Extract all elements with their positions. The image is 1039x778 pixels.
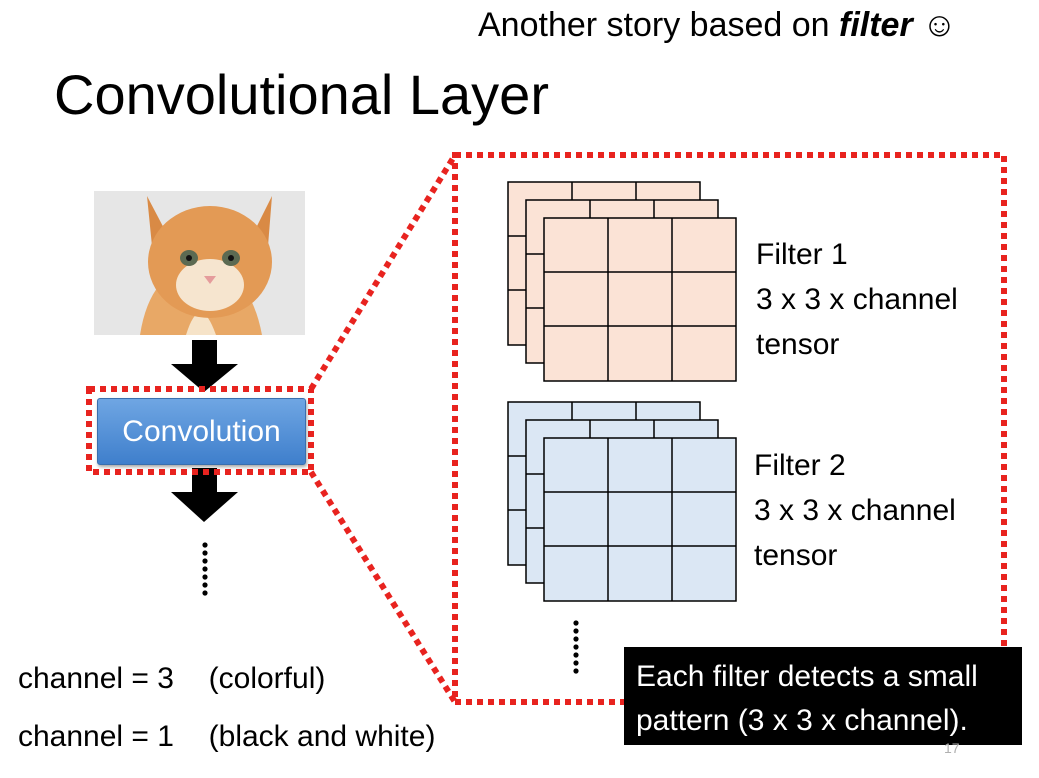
top-note: Another story based on filter ☺ [478,6,957,45]
channel-desc: (colorful) [208,662,326,695]
smiley-icon: ☺ [922,6,957,44]
callout-line-2: pattern (3 x 3 x channel). [636,704,968,737]
kitten-photo [94,191,305,335]
arrow-down-icon [171,340,238,392]
filter-1-kind: tensor [756,328,840,361]
filter-panel-frame [452,152,1007,705]
filter-2-kind: tensor [754,539,838,572]
filter-1-shape: 3 x 3 x channel [756,283,958,316]
convolution-box: Convolution [97,398,306,465]
zoom-line-top [308,153,458,391]
channel-value: channel = 1 [18,720,174,753]
filter-2-tensor [507,401,737,602]
arrow-down-icon [171,468,238,522]
filter-2-name: Filter 2 [754,449,846,482]
callout-line-1: Each filter detects a small [636,660,978,693]
filter-2-label: Filter 2 3 x 3 x channel tensor [754,443,956,578]
zoom-line-bottom [308,470,458,704]
vertical-ellipsis-icon [573,620,579,674]
filter-1-label: Filter 1 3 x 3 x channel tensor [756,232,958,367]
channel-desc: (black and white) [208,720,436,753]
slide-title: Convolutional Layer [54,63,549,126]
conv-highlight-frame [86,386,314,475]
page-number: 17 [944,740,960,756]
top-note-text: Another story based on [478,6,840,44]
channel-note-color: channel = 3 (colorful) [18,662,325,696]
filter-1-tensor [507,181,737,382]
vertical-ellipsis-icon [202,542,208,596]
channel-value: channel = 3 [18,662,174,695]
channel-note-bw: channel = 1 (black and white) [18,720,435,754]
filter-2-shape: 3 x 3 x channel [754,494,956,527]
top-note-emph: filter [839,6,913,44]
filter-1-name: Filter 1 [756,238,848,271]
callout-box: Each filter detects a small pattern (3 x… [624,647,1022,745]
